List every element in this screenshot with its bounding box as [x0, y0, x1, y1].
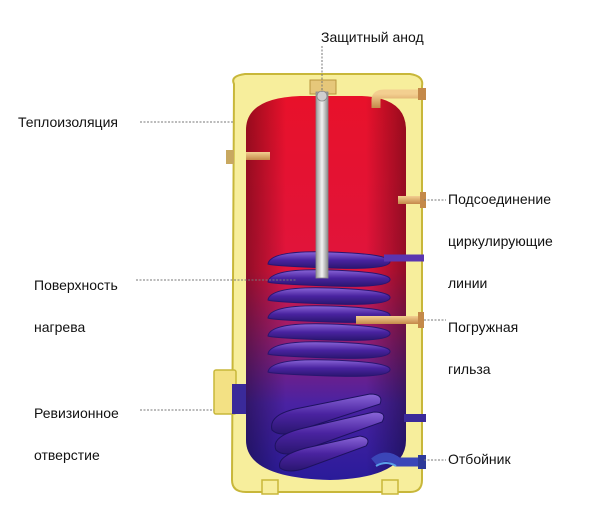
left-upper-fitting — [226, 150, 270, 164]
coil-turn — [267, 359, 391, 377]
label-sensor-sleeve-line2: гильза — [448, 361, 491, 377]
coil-turn-lower — [274, 411, 385, 455]
label-circulation-line3: линии — [448, 275, 488, 291]
label-sensor-sleeve-line1: Погружная — [448, 319, 519, 335]
label-anode: Защитный анод — [321, 29, 424, 45]
label-heating-surface-line1: Поверхность — [34, 277, 118, 293]
label-sensor-sleeve: Погружная гильза — [448, 296, 518, 401]
label-inspection-hole-line1: Ревизионное — [34, 405, 119, 421]
sensor-sleeve — [356, 312, 424, 328]
heating-coil — [267, 251, 424, 472]
circulation-fitting — [398, 192, 426, 208]
coil-turn — [267, 341, 391, 359]
coil-turn-lower — [279, 435, 369, 472]
label-inspection-hole-line2: отверстие — [34, 447, 100, 463]
baffle-inlet — [371, 452, 426, 469]
label-circulation-line2: циркулирующие — [448, 233, 553, 249]
coil-turn-lower — [271, 393, 382, 435]
label-circulation: Подсоединение циркулирующие линии — [448, 168, 553, 315]
hot-water-outlet-pipe — [371, 88, 426, 108]
coil-turn — [267, 287, 391, 305]
coil-connection-lower — [404, 414, 426, 422]
label-heating-surface: Поверхность нагрева — [34, 254, 118, 359]
protective-anode-rod — [315, 90, 329, 279]
label-baffle: Отбойник — [448, 451, 511, 467]
coil-turn — [267, 251, 391, 269]
inspection-hole — [213, 369, 246, 415]
coil-turn — [267, 269, 391, 287]
label-inspection-hole: Ревизионное отверстие — [34, 382, 119, 487]
label-heating-surface-line2: нагрева — [34, 319, 86, 335]
label-insulation: Теплоизоляция — [18, 114, 118, 130]
coil-turn — [267, 323, 391, 341]
label-circulation-line1: Подсоединение — [448, 191, 551, 207]
leader-lines — [136, 46, 446, 461]
